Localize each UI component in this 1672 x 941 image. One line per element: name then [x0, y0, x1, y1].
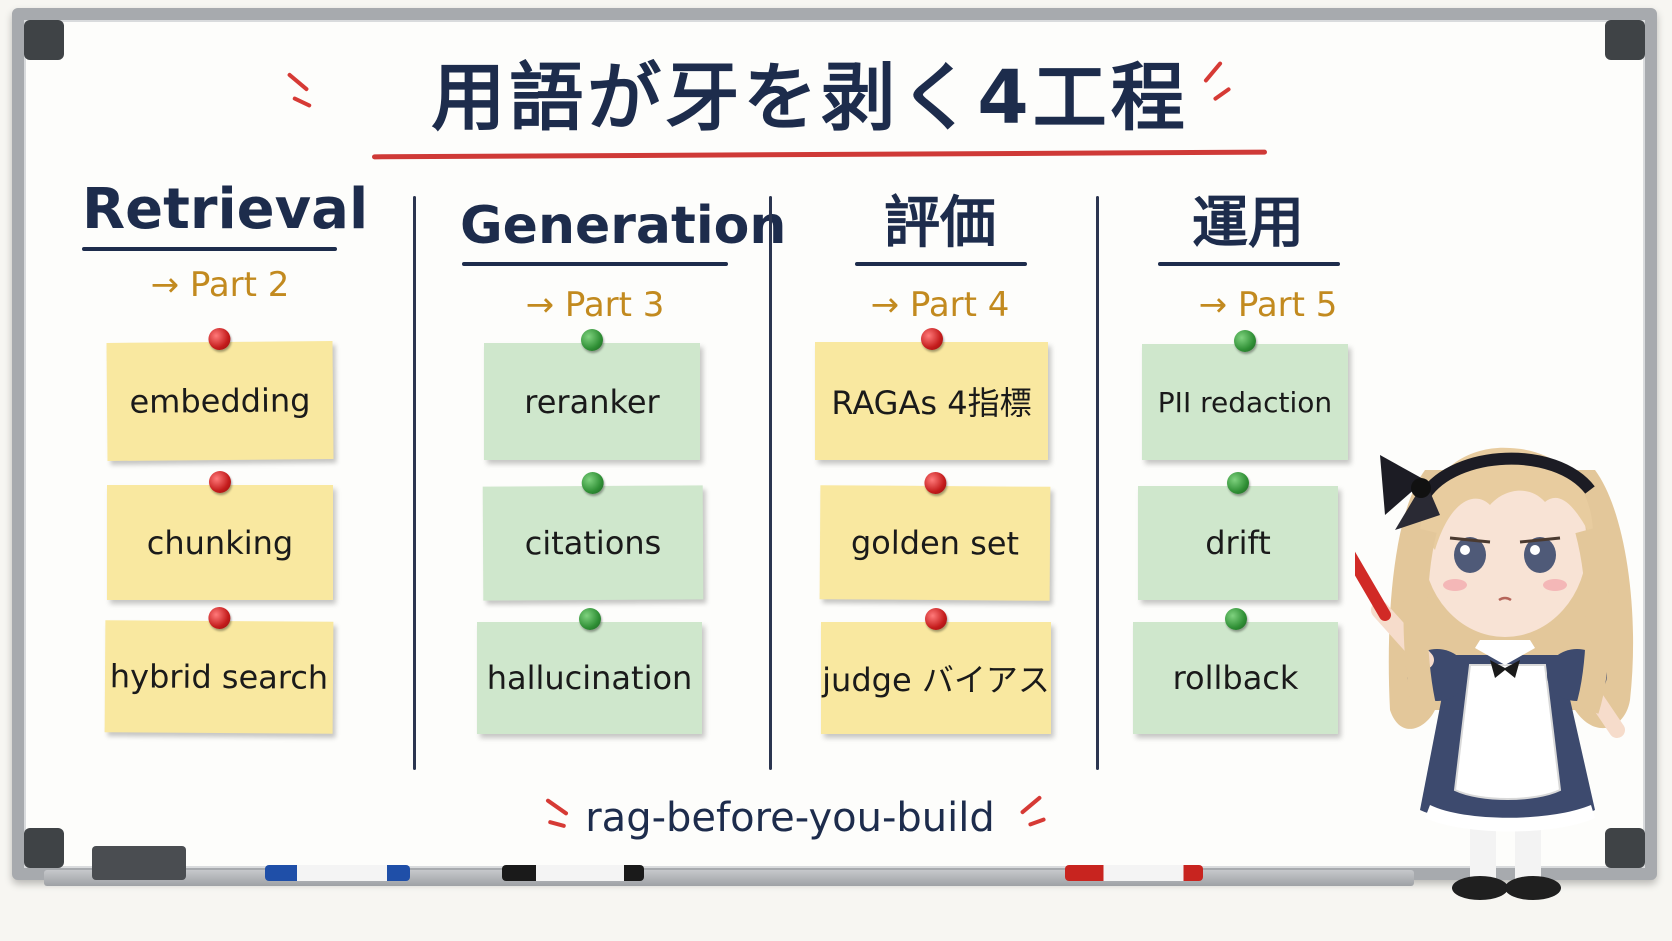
term-label: rollback — [1172, 659, 1299, 697]
column-heading-operations: 運用 — [1192, 191, 1304, 256]
column-divider — [1096, 196, 1099, 770]
pushpin-icon — [1234, 330, 1256, 352]
pushpin-icon — [581, 471, 604, 495]
column-divider — [769, 196, 772, 770]
sticky-note: PII redaction — [1142, 330, 1348, 460]
part-label: → Part 5 — [1198, 285, 1338, 325]
marker-tray — [44, 870, 1414, 886]
heading-underline — [1158, 262, 1340, 266]
pushpin-icon — [578, 608, 601, 630]
sticky-note: chunking — [107, 471, 333, 600]
part-label: → Part 3 — [525, 285, 665, 325]
term-label: RAGAs 4指標 — [831, 384, 1032, 422]
sticky-note: reranker — [484, 329, 700, 460]
frame-corner — [1605, 828, 1645, 868]
term-label: reranker — [524, 382, 660, 421]
pushpin-icon — [209, 471, 231, 493]
term-label: citations — [524, 523, 662, 563]
sticky-note: RAGAs 4指標 — [815, 328, 1048, 460]
sticky-note: embedding — [106, 327, 334, 461]
pushpin-icon — [924, 471, 947, 495]
pushpin-icon — [208, 327, 231, 351]
footer-tag: rag-before-you-build — [585, 795, 995, 841]
term-label: embedding — [129, 381, 311, 421]
sticky-note: drift — [1138, 472, 1338, 600]
heading-underline — [462, 262, 728, 266]
column-heading-evaluation: 評価 — [884, 191, 996, 256]
sticky-note: golden set — [819, 471, 1051, 601]
maid-character-illustration — [1355, 447, 1634, 900]
term-label: chunking — [146, 523, 294, 562]
term-label: hybrid search — [109, 657, 329, 697]
part-label: → Part 2 — [150, 265, 290, 305]
column-heading-generation: Generation — [460, 196, 787, 256]
sticky-note: judge バイアス — [821, 608, 1051, 734]
pushpin-icon — [581, 329, 603, 351]
board-title: 用語が牙を剥く4工程 — [431, 55, 1189, 141]
column-divider — [413, 196, 416, 770]
term-label: drift — [1205, 524, 1271, 562]
pushpin-icon — [1224, 608, 1247, 630]
pushpin-icon — [208, 606, 231, 630]
sticky-note: hybrid search — [104, 606, 334, 734]
frame-corner — [24, 20, 64, 60]
red-marker[interactable] — [1065, 865, 1203, 881]
heading-underline — [855, 262, 1027, 266]
heading-underline — [82, 247, 337, 251]
part-label: → Part 4 — [870, 285, 1010, 325]
black-marker[interactable] — [502, 865, 644, 881]
sticky-note: citations — [482, 471, 704, 601]
blue-marker[interactable] — [265, 865, 410, 881]
term-label: PII redaction — [1157, 385, 1333, 419]
term-label: hallucination — [486, 659, 693, 697]
pushpin-icon — [1227, 472, 1249, 494]
term-label: judge バイアス — [822, 661, 1050, 699]
eraser[interactable] — [92, 846, 186, 880]
sticky-note: rollback — [1133, 608, 1338, 734]
pushpin-icon — [925, 608, 947, 630]
pushpin-icon — [920, 328, 943, 350]
sticky-note: hallucination — [477, 608, 702, 734]
frame-corner — [1605, 20, 1645, 60]
column-heading-retrieval: Retrieval — [82, 177, 369, 242]
term-label: golden set — [850, 523, 1020, 563]
frame-corner — [24, 828, 64, 868]
